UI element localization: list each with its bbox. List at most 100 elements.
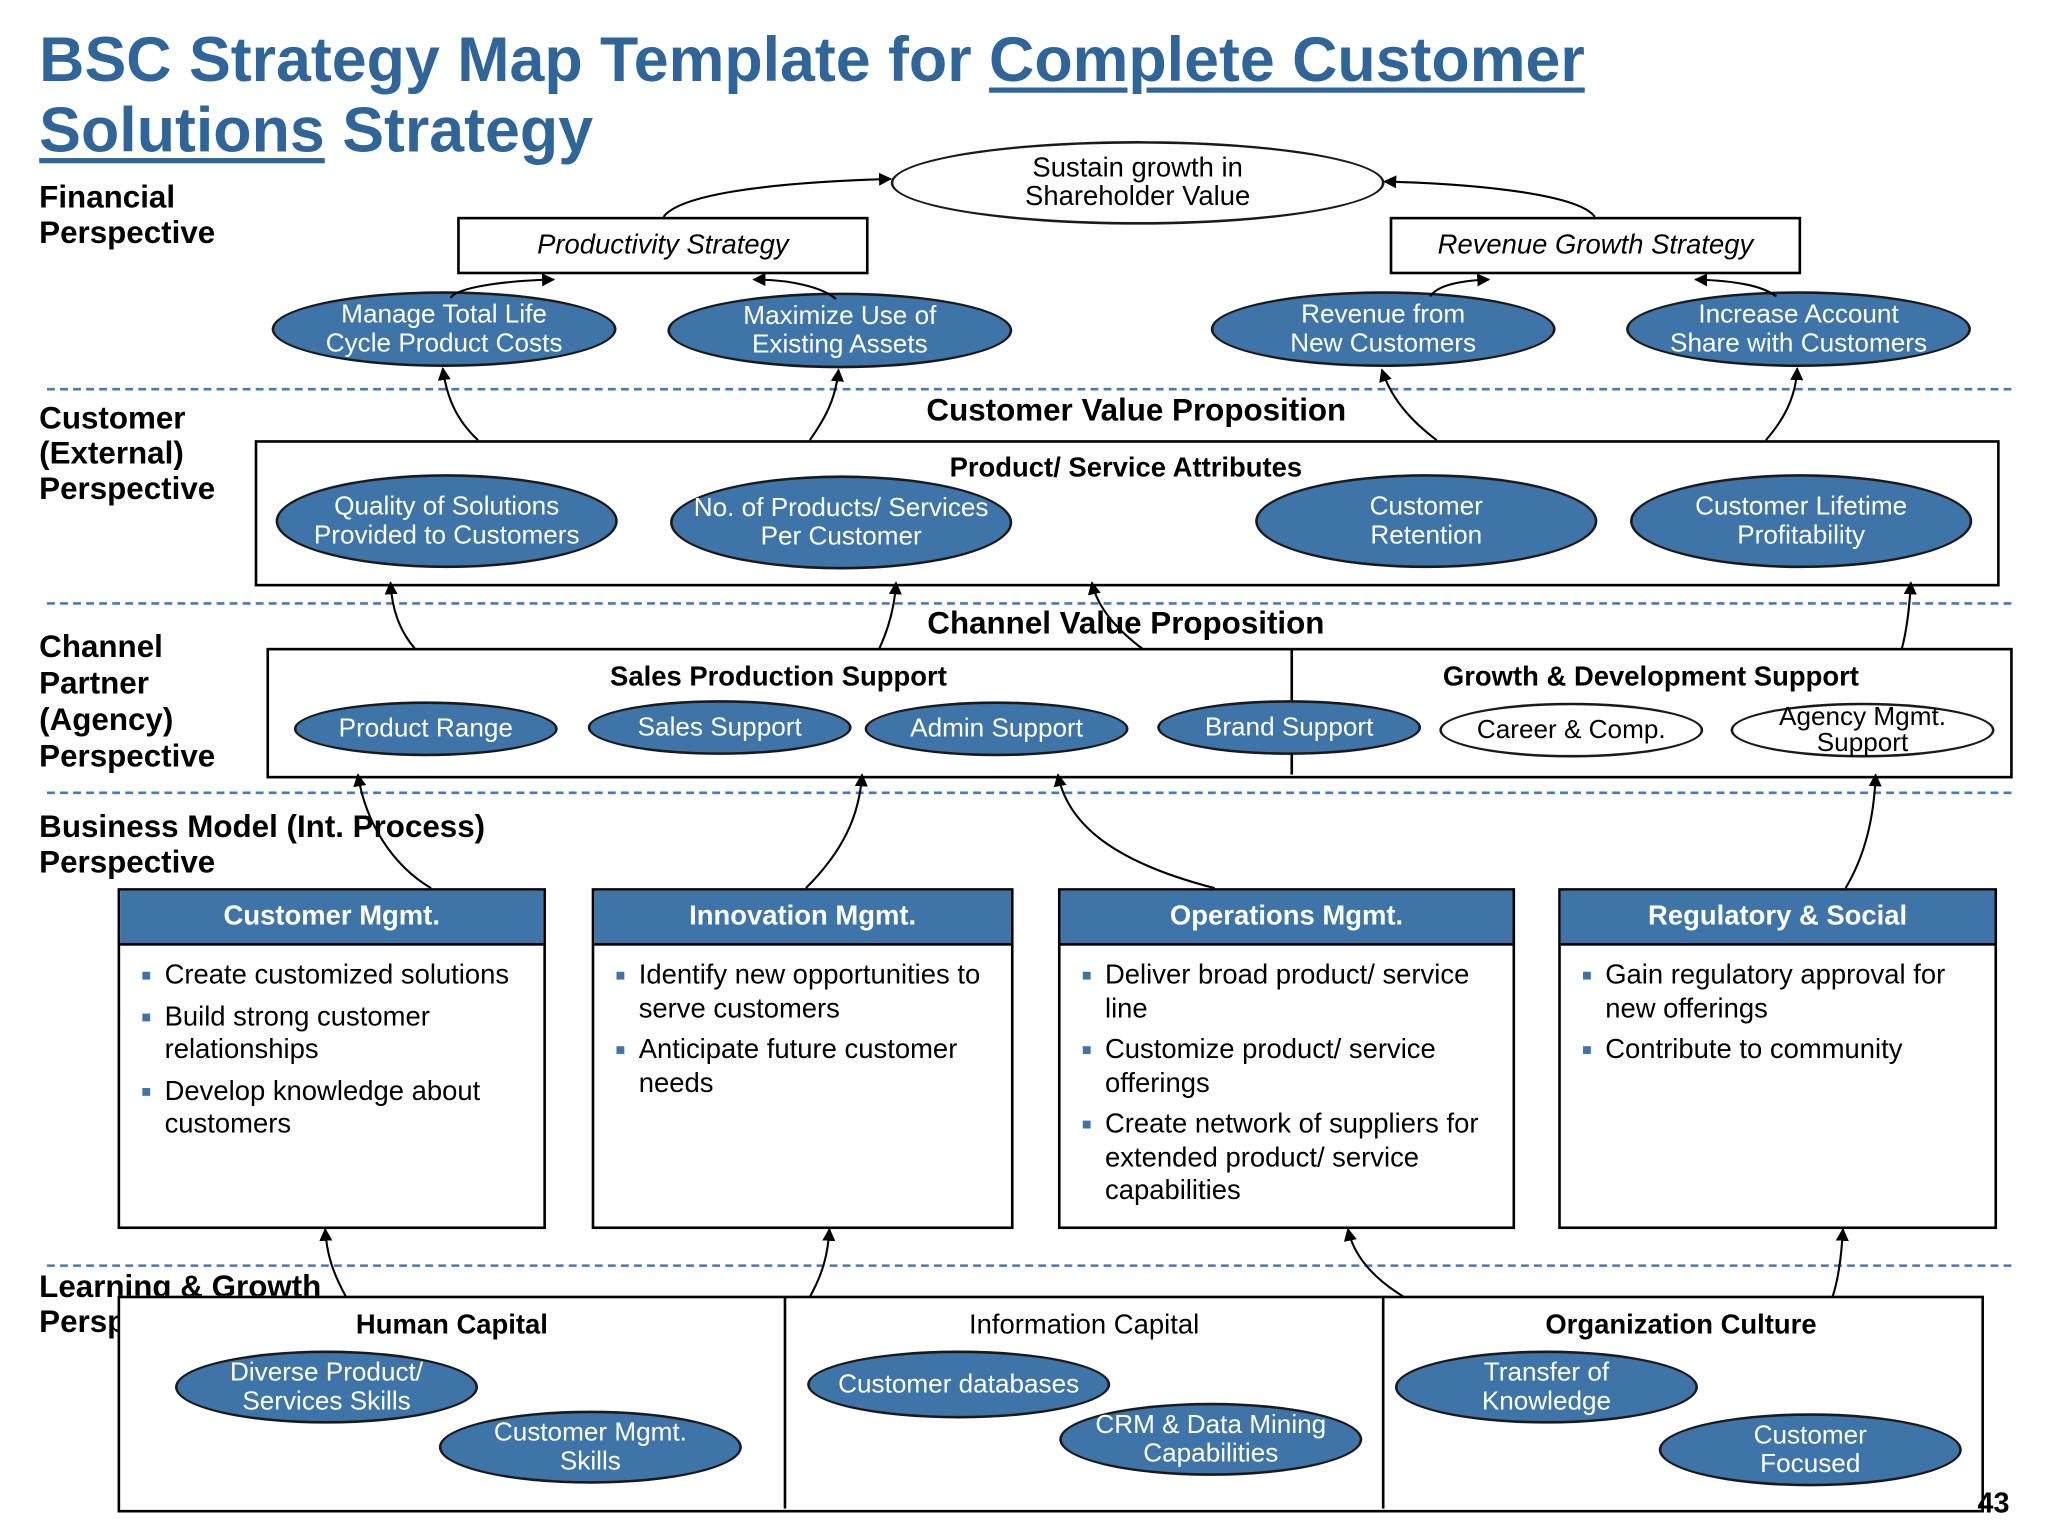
learning-objective-customer-mgmt-skills: Customer Mgmt. Skills: [438, 1410, 742, 1484]
business-box-customer-mgmt: Customer Mgmt. Create customized solutio…: [117, 888, 546, 1230]
arrow-retention-to-newcust: [1379, 368, 1438, 441]
business-box-title: Operations Mgmt.: [1060, 890, 1513, 946]
business-box-innovation-mgmt: Innovation Mgmt. Identify new opportunit…: [591, 888, 1014, 1230]
customer-objective-products-per-customer: No. of Products/ Services Per Customer: [670, 475, 1013, 570]
learning-objective-customer-databases: Customer databases: [807, 1350, 1111, 1419]
organization-culture-heading: Organization Culture: [1545, 1310, 1817, 1341]
information-capital-heading: Information Capital: [968, 1310, 1200, 1341]
arrow-innovation-to-channel: [805, 773, 868, 889]
revenue-growth-strategy-box: Revenue Growth Strategy: [1389, 216, 1802, 275]
arrow-human-to-customermgmt: [319, 1227, 348, 1298]
perspective-line: Perspective: [39, 215, 216, 251]
separator-channel-business: [47, 791, 2012, 795]
perspective-line: (Agency): [39, 702, 174, 738]
list-item: Deliver broad product/ service line: [1082, 959, 1499, 1026]
arrow-newcust-to-revenue: [1429, 273, 1491, 298]
business-perspective-label: Business Model (Int. Process) Perspectiv…: [39, 810, 485, 881]
perspective-line: Perspective: [39, 471, 216, 507]
title-underlined-2: Solutions: [39, 96, 325, 166]
learning-objective-customer-focused: Customer Focused: [1658, 1413, 1962, 1487]
business-box-list: Gain regulatory approval for new offerin…: [1561, 959, 1995, 1067]
list-item: Customize product/ service offerings: [1082, 1033, 1499, 1100]
channel-objective-admin-support: Admin Support: [864, 701, 1129, 757]
customer-objective-retention: Customer Retention: [1255, 474, 1598, 569]
learning-objective-crm-data-mining: CRM & Data Mining Capabilities: [1059, 1402, 1363, 1476]
list-item: Contribute to community: [1583, 1033, 1981, 1066]
arrow-lifetime-to-account: [1765, 367, 1804, 441]
arrow-productivity-to-goal: [662, 172, 893, 218]
perspective-line: Business Model (Int. Process): [39, 809, 486, 846]
perspective-line: Partner: [39, 666, 149, 702]
growth-development-support-heading: Growth & Development Support: [1442, 662, 1859, 693]
list-item: Gain regulatory approval for new offerin…: [1583, 959, 1981, 1026]
separator-customer-channel: [47, 602, 2012, 605]
arrow-channel-to-lifetime: [1900, 581, 1917, 650]
arrow-account-to-revenue: [1694, 273, 1777, 298]
title-underlined-1: Complete Customer: [989, 26, 1585, 96]
learning-divider-1: [783, 1296, 787, 1509]
learning-objective-transfer-knowledge: Transfer of Knowledge: [1394, 1350, 1698, 1424]
arrow-culture-to-operations: [1343, 1227, 1405, 1298]
business-box-operations-mgmt: Operations Mgmt. Deliver broad product/ …: [1057, 888, 1516, 1230]
page-number: 43: [1977, 1486, 2010, 1520]
perspective-line: Financial: [39, 180, 176, 216]
arrow-channel-to-products: [878, 581, 902, 650]
arrow-quality-to-lifecycle: [437, 367, 479, 441]
sustain-growth-goal: Sustain growth in Shareholder Value: [890, 141, 1385, 225]
title-prefix: BSC Strategy Map Template for: [39, 26, 990, 96]
product-service-attributes-heading: Product/ Service Attributes: [949, 453, 1303, 484]
sales-production-support-heading: Sales Production Support: [610, 662, 947, 693]
financial-objective-new-customers: Revenue from New Customers: [1210, 291, 1556, 368]
channel-box: [266, 647, 2013, 779]
customer-objective-lifetime-profitability: Customer Lifetime Profitability: [1630, 474, 1973, 569]
channel-objective-brand-support: Brand Support: [1157, 700, 1422, 755]
learning-objective-diverse-skills: Diverse Product/ Services Skills: [175, 1350, 479, 1424]
customer-objective-quality: Quality of Solutions Provided to Custome…: [275, 474, 618, 569]
separator-business-learning: [47, 1264, 2012, 1267]
arrow-operations-to-channel: [1053, 773, 1215, 890]
arrow-regulatory-to-channel: [1844, 773, 1882, 889]
business-box-title: Customer Mgmt.: [120, 890, 544, 946]
financial-perspective-label: Financial Perspective: [39, 180, 215, 251]
business-box-title: Innovation Mgmt.: [594, 890, 1011, 946]
perspective-line: Perspective: [39, 739, 216, 775]
customer-perspective-label: Customer (External) Perspective: [39, 401, 215, 507]
arrow-lifecycle-to-productivity: [449, 273, 556, 299]
channel-objective-agency-mgmt-support: Agency Mgmt. Support: [1730, 702, 1995, 758]
arrow-products-to-assets: [808, 368, 844, 441]
page-title: BSC Strategy Map Template for Complete C…: [39, 26, 2024, 167]
list-item: Create customized solutions: [142, 959, 531, 992]
arrow-channel-to-quality: [384, 581, 417, 650]
arrow-info-to-innovation: [808, 1227, 836, 1298]
channel-perspective-label: Channel Partner (Agency) Perspective: [39, 630, 215, 776]
list-item: Identify new opportunities to serve cust…: [616, 959, 998, 1026]
business-box-list: Identify new opportunities to serve cust…: [594, 959, 1011, 1100]
perspective-line: Channel: [39, 629, 163, 665]
arrow-culture-to-regulatory: [1831, 1227, 1849, 1298]
channel-objective-product-range: Product Range: [293, 701, 558, 757]
arrow-assets-to-productivity: [752, 272, 837, 300]
list-item: Build strong customer relationships: [142, 1000, 531, 1067]
customer-value-proposition-heading: Customer Value Proposition: [926, 393, 1347, 429]
arrow-customermgmt-to-channel: [353, 773, 432, 890]
financial-objective-account-share: Increase Account Share with Customers: [1626, 291, 1971, 368]
perspective-line: (External): [39, 436, 184, 472]
list-item: Create network of suppliers for extended…: [1082, 1108, 1499, 1208]
financial-objective-existing-assets: Maximize Use of Existing Assets: [667, 292, 1013, 369]
business-box-title: Regulatory & Social: [1560, 890, 1995, 946]
arrow-revenue-to-goal: [1383, 175, 1596, 218]
channel-objective-career-comp: Career & Comp.: [1439, 702, 1704, 758]
business-box-regulatory-social: Regulatory & Social Gain regulatory appr…: [1558, 888, 1998, 1230]
list-item: Anticipate future customer needs: [616, 1033, 998, 1100]
financial-objective-total-life-cycle: Manage Total Life Cycle Product Costs: [271, 291, 617, 368]
list-item: Develop knowledge about customers: [142, 1074, 531, 1141]
perspective-line: Customer: [39, 400, 186, 437]
business-box-list: Create customized solutions Build strong…: [120, 959, 543, 1141]
business-box-list: Deliver broad product/ service line Cust…: [1061, 959, 1513, 1208]
perspective-line: Perspective: [39, 845, 216, 881]
productivity-strategy-box: Productivity Strategy: [457, 216, 869, 275]
learning-divider-2: [1381, 1296, 1385, 1509]
arrow-channel-to-retention: [1087, 581, 1144, 650]
human-capital-heading: Human Capital: [355, 1310, 548, 1341]
title-suffix: Strategy: [324, 96, 594, 166]
